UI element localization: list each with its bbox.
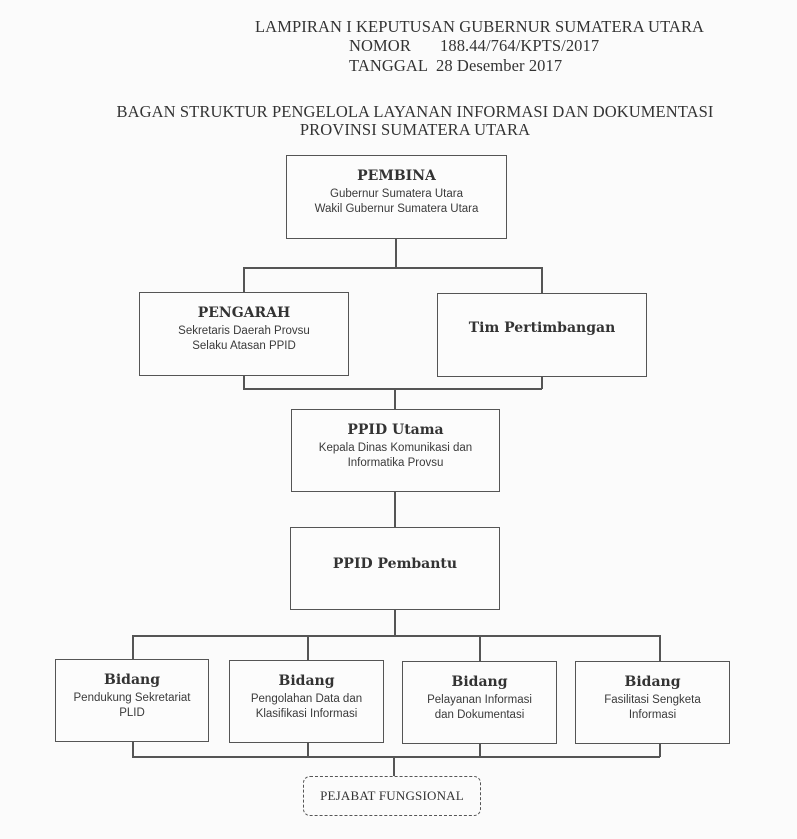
- node-bidang-fasilitasi-sengketa: Bidang Fasilitasi Sengketa Informasi: [575, 661, 730, 744]
- node-bidang1-title: Bidang: [104, 672, 160, 688]
- connector-pengarah-up: [243, 267, 245, 293]
- connector-pembantu-down: [394, 609, 396, 636]
- node-bidang2-title: Bidang: [278, 673, 335, 689]
- connector-bidang3-up: [479, 635, 481, 661]
- header-tanggal-value: 28 Desember 2017: [436, 56, 563, 75]
- connector-tim-up: [541, 267, 543, 293]
- node-bidang2-line2: Klasifikasi Informasi: [255, 708, 358, 720]
- node-pejabat-fungsional-title: PEJABAT FUNGSIONAL: [320, 788, 464, 803]
- node-bidang3-title: Bidang: [451, 674, 508, 690]
- connector-bidang-bottom-bar: [132, 756, 660, 758]
- connector-bidang1-down: [132, 741, 134, 757]
- node-pembina: PEMBINA Gubernur Sumatera Utara Wakil Gu…: [286, 155, 507, 239]
- connector-to-pejabat: [393, 756, 395, 776]
- connector-bidang2-down: [307, 742, 309, 757]
- connector-bidang1-up: [132, 635, 134, 659]
- header-nomor-label: NOMOR: [349, 36, 411, 55]
- connector-to-ppid-utama: [394, 388, 396, 409]
- node-bidang2-line1: Pengolahan Data dan: [250, 693, 363, 705]
- node-bidang3-line1: Pelayanan Informasi: [427, 694, 532, 706]
- header-nomor-value: 188.44/764/KPTS/2017: [440, 36, 600, 55]
- node-ppid-pembantu: PPID Pembantu: [290, 527, 500, 610]
- node-bidang-pendukung-sekretariat: Bidang Pendukung Sekretariat PLID: [55, 659, 209, 742]
- node-bidang4-line2: Informasi: [628, 709, 677, 721]
- node-pengarah-title: PENGARAH: [197, 305, 291, 321]
- header-tanggal-label: TANGGAL: [349, 56, 429, 75]
- node-bidang1-line2: PLID: [119, 707, 145, 719]
- connector-bidang4-up: [659, 635, 661, 661]
- connector-bidang3-down: [479, 743, 481, 757]
- connector-pengarah-down: [243, 375, 245, 389]
- chart-title-line1: BAGAN STRUKTUR PENGELOLA LAYANAN INFORMA…: [116, 102, 714, 121]
- node-ppid-utama-line1: Kepala Dinas Komunikasi dan: [318, 442, 473, 454]
- node-pembina-line1: Gubernur Sumatera Utara: [330, 188, 463, 200]
- node-bidang3-line2: dan Dokumentasi: [434, 709, 525, 721]
- node-pembina-line2: Wakil Gubernur Sumatera Utara: [314, 203, 479, 215]
- node-bidang4-title: Bidang: [624, 674, 681, 690]
- chart-title-line2: PROVINSI SUMATERA UTARA: [299, 120, 531, 139]
- connector-tim-down: [541, 376, 543, 389]
- connector-utama-to-pembantu: [394, 491, 396, 527]
- node-pembina-title: PEMBINA: [357, 168, 436, 184]
- node-ppid-utama-line2: Informatika Provsu: [347, 457, 444, 469]
- connector-level2-bottom-bar: [243, 388, 542, 390]
- node-bidang1-line1: Pendukung Sekretariat: [73, 692, 191, 704]
- connector-bidang-top-bar: [132, 635, 660, 637]
- connector-pembina-down: [395, 238, 397, 268]
- connector-level2-top-bar: [243, 267, 542, 269]
- node-ppid-utama: PPID Utama Kepala Dinas Komunikasi dan I…: [291, 409, 500, 492]
- connector-bidang2-up: [307, 635, 309, 660]
- node-tim-pertimbangan-title: Tim Pertimbangan: [468, 320, 616, 336]
- connector-bidang4-down: [659, 743, 661, 757]
- node-bidang-pengolahan-data: Bidang Pengolahan Data dan Klasifikasi I…: [229, 660, 384, 743]
- node-pejabat-fungsional: PEJABAT FUNGSIONAL: [303, 776, 481, 816]
- header-lampiran: LAMPIRAN I KEPUTUSAN GUBERNUR SUMATERA U…: [255, 17, 705, 36]
- node-pengarah-line1: Sekretaris Daerah Provsu: [178, 325, 310, 337]
- node-ppid-pembantu-title: PPID Pembantu: [332, 555, 458, 572]
- node-pengarah: PENGARAH Sekretaris Daerah Provsu Selaku…: [139, 292, 349, 376]
- node-bidang-pelayanan-informasi: Bidang Pelayanan Informasi dan Dokumenta…: [402, 661, 557, 744]
- node-bidang4-line1: Fasilitasi Sengketa: [604, 694, 701, 706]
- node-ppid-utama-title: PPID Utama: [347, 422, 444, 438]
- node-pengarah-line2: Selaku Atasan PPID: [192, 340, 296, 352]
- node-tim-pertimbangan: Tim Pertimbangan: [437, 293, 647, 377]
